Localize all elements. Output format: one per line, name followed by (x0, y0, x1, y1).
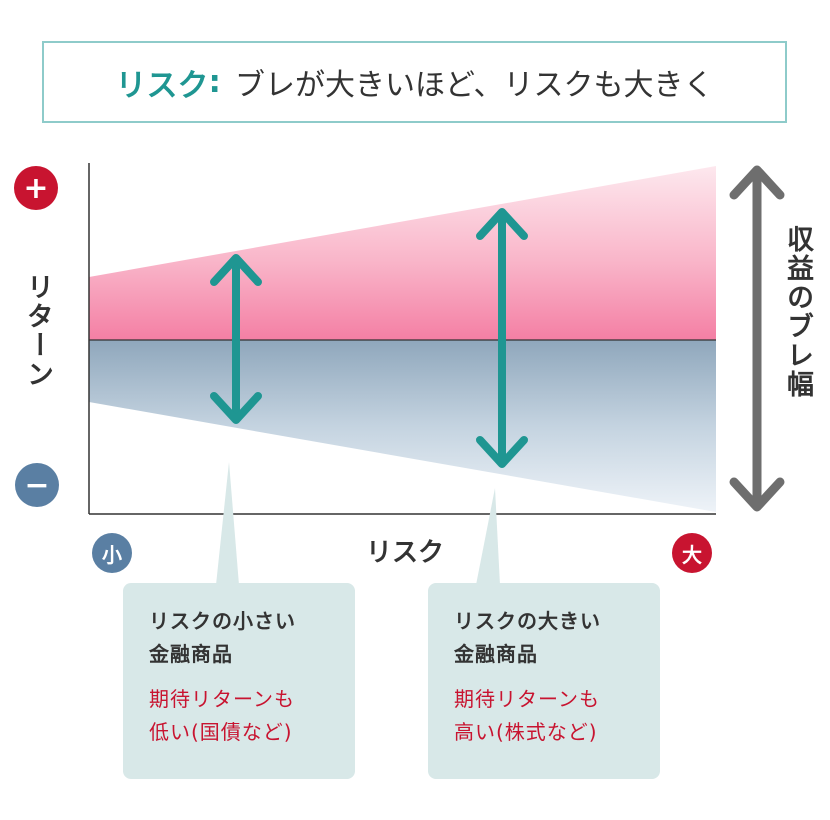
callout-connector-left (216, 462, 239, 585)
double-arrow-icon (476, 208, 528, 468)
low-risk-card: リスクの小さい 金融商品 期待リターンも 低い(国債など) (123, 583, 355, 779)
callout-connector-right (476, 488, 500, 585)
low-risk-badge: 小 (92, 533, 132, 573)
positive-return-band (89, 166, 716, 340)
card-subtitle: 期待リターンも 高い(株式など) (454, 687, 600, 744)
header-text: ブレが大きいほど、リスクも大きく (234, 68, 714, 103)
x-axis-label: リスク (365, 538, 444, 568)
card-title: リスクの大きい 金融商品 (454, 609, 601, 666)
plus-icon: + (14, 166, 58, 210)
card-title: リスクの小さい 金融商品 (149, 609, 296, 666)
double-arrow-icon (729, 165, 785, 512)
high-risk-card: リスクの大きい 金融商品 期待リターンも 高い(株式など) (428, 583, 660, 779)
card-subtitle: 期待リターンも 低い(国債など) (149, 687, 295, 744)
header-separator: : (208, 64, 221, 100)
range-label: 収益のブレ幅 (782, 225, 813, 399)
high-risk-badge: 大 (672, 533, 712, 573)
double-arrow-icon (210, 254, 262, 424)
minus-icon: − (15, 463, 59, 507)
header-key: リスク (115, 67, 209, 104)
y-axis-label: リターン (22, 273, 53, 389)
header-box: リスク : ブレが大きいほど、リスクも大きく (42, 41, 787, 123)
negative-return-band (89, 340, 716, 512)
